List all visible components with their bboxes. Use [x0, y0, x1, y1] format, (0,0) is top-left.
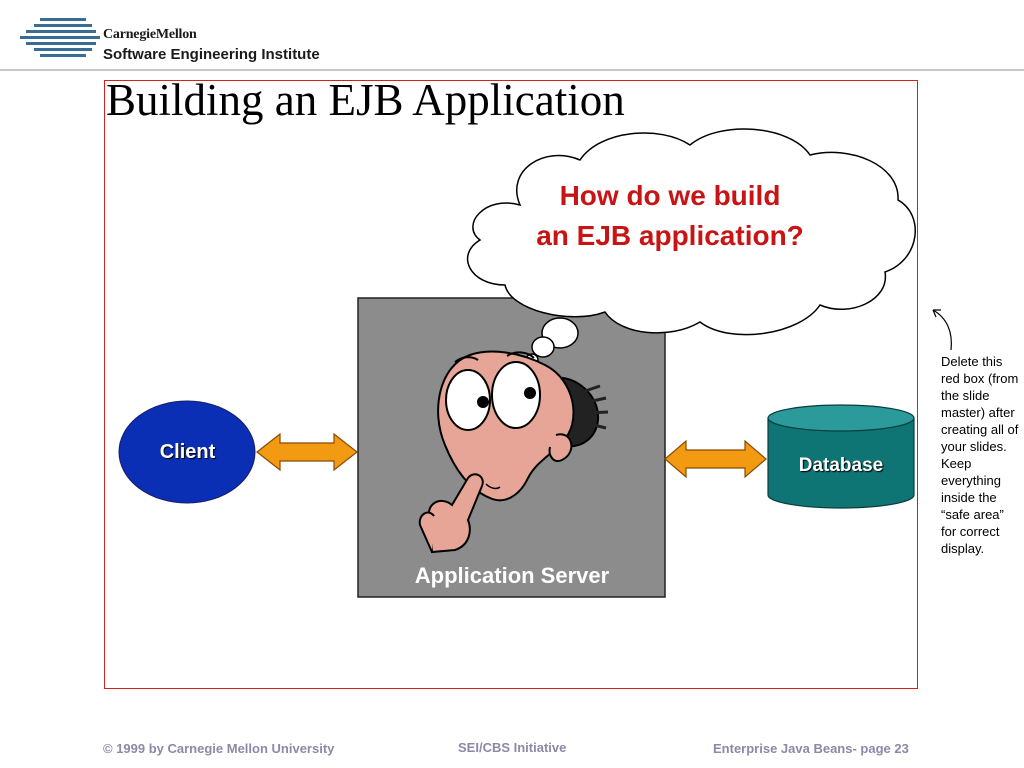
server-database-arrow — [664, 439, 767, 479]
slide-title: Building an EJB Application — [106, 75, 625, 125]
logo-sei-name: Software Engineering Institute — [103, 46, 320, 63]
footer-page: Enterprise Java Beans- page 23 — [713, 741, 909, 756]
logo-stripes-icon — [20, 18, 100, 57]
client-node — [118, 400, 256, 504]
database-cylinder — [767, 404, 915, 509]
sei-logo — [20, 18, 100, 57]
client-label: Client — [159, 441, 216, 463]
thought-line-1: How do we build — [559, 180, 781, 211]
application-server-label: Application Server — [414, 563, 610, 588]
note-arrow-icon — [932, 309, 952, 351]
safe-area-box — [104, 80, 918, 689]
footer-initiative: SEI/CBS Initiative — [458, 740, 567, 755]
thought-line-2: an EJB application? — [536, 220, 804, 251]
database-label: Database — [798, 455, 884, 476]
footer-copyright: © 1999 by Carnegie Mellon University — [103, 741, 335, 756]
safe-area-note: Delete this red box (from the slide mast… — [941, 354, 1019, 556]
thinking-man-icon — [418, 350, 609, 554]
logo-carnegie-mellon: CarnegieMellon — [103, 27, 197, 42]
header-divider — [0, 69, 1024, 71]
thought-cloud — [467, 128, 916, 367]
client-server-arrow — [256, 432, 358, 472]
